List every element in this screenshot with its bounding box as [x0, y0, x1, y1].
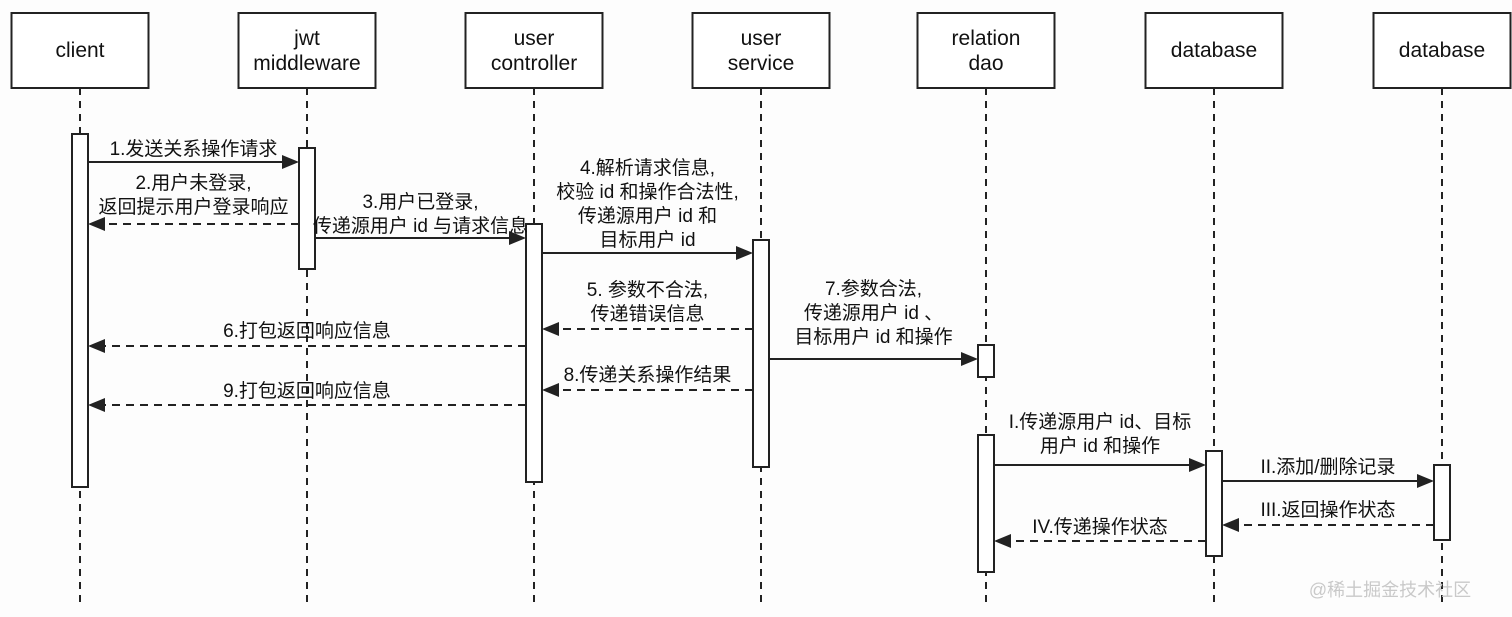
message-label-IV: IV.传递操作状态	[1032, 516, 1168, 538]
activation-relation-dao-4	[977, 344, 995, 378]
message-label-3: 3.用户已登录,传递源用户 id 与请求信息	[313, 191, 528, 237]
participant-box-client	[10, 12, 150, 89]
participant-label-database-1: database	[1171, 39, 1257, 62]
activation-client-0	[71, 133, 89, 488]
message-arrowhead-7	[961, 352, 978, 366]
participant-box-database-2	[1372, 12, 1512, 89]
message-label-1: 1.发送关系操作请求	[110, 138, 278, 160]
message-arrowhead-1	[282, 155, 299, 169]
activation-database-1-6	[1205, 450, 1223, 557]
message-label-2: 2.用户未登录,返回提示用户登录响应	[98, 172, 288, 218]
message-arrowhead-8	[542, 383, 559, 397]
participant-box-jwt-middleware	[237, 12, 377, 89]
message-label-I: I.传递源用户 id、目标用户 id 和操作	[1009, 411, 1192, 457]
participant-label-database-2: database	[1399, 39, 1485, 62]
activation-jwt-middleware-1	[298, 147, 316, 270]
message-label-8: 8.传递关系操作结果	[564, 364, 732, 386]
message-arrowhead-III	[1222, 518, 1239, 532]
message-label-6: 6.打包返回响应信息	[223, 320, 391, 342]
message-label-9: 9.打包返回响应信息	[223, 380, 391, 402]
participant-box-user-service	[691, 12, 831, 89]
activation-database-2-7	[1433, 464, 1451, 541]
message-arrowhead-II	[1417, 474, 1434, 488]
activation-user-service-3	[752, 239, 770, 468]
participant-box-database-1	[1144, 12, 1284, 89]
participant-box-relation-dao	[916, 12, 1056, 89]
message-arrowhead-6	[88, 339, 105, 353]
activation-relation-dao-5	[977, 434, 995, 573]
message-label-III: III.返回操作状态	[1260, 499, 1395, 521]
activation-user-controller-2	[525, 223, 543, 483]
message-label-5: 5. 参数不合法,传递错误信息	[587, 279, 708, 325]
message-arrowhead-9	[88, 398, 105, 412]
message-arrowhead-4	[736, 246, 753, 260]
message-arrowhead-5	[542, 322, 559, 336]
message-arrowhead-2	[88, 217, 105, 231]
message-label-II: II.添加/删除记录	[1260, 456, 1395, 478]
participant-box-user-controller	[464, 12, 604, 89]
watermark: @稀土掘金技术社区	[1309, 580, 1471, 600]
message-label-7: 7.参数合法,传递源用户 id 、目标用户 id 和操作	[794, 278, 952, 348]
message-arrowhead-3	[509, 231, 526, 245]
participant-label-client: client	[55, 39, 104, 62]
message-arrowhead-I	[1189, 458, 1206, 472]
message-label-4: 4.解析请求信息,校验 id 和操作合法性,传递源用户 id 和目标用户 id	[556, 157, 739, 251]
message-arrowhead-IV	[994, 534, 1011, 548]
